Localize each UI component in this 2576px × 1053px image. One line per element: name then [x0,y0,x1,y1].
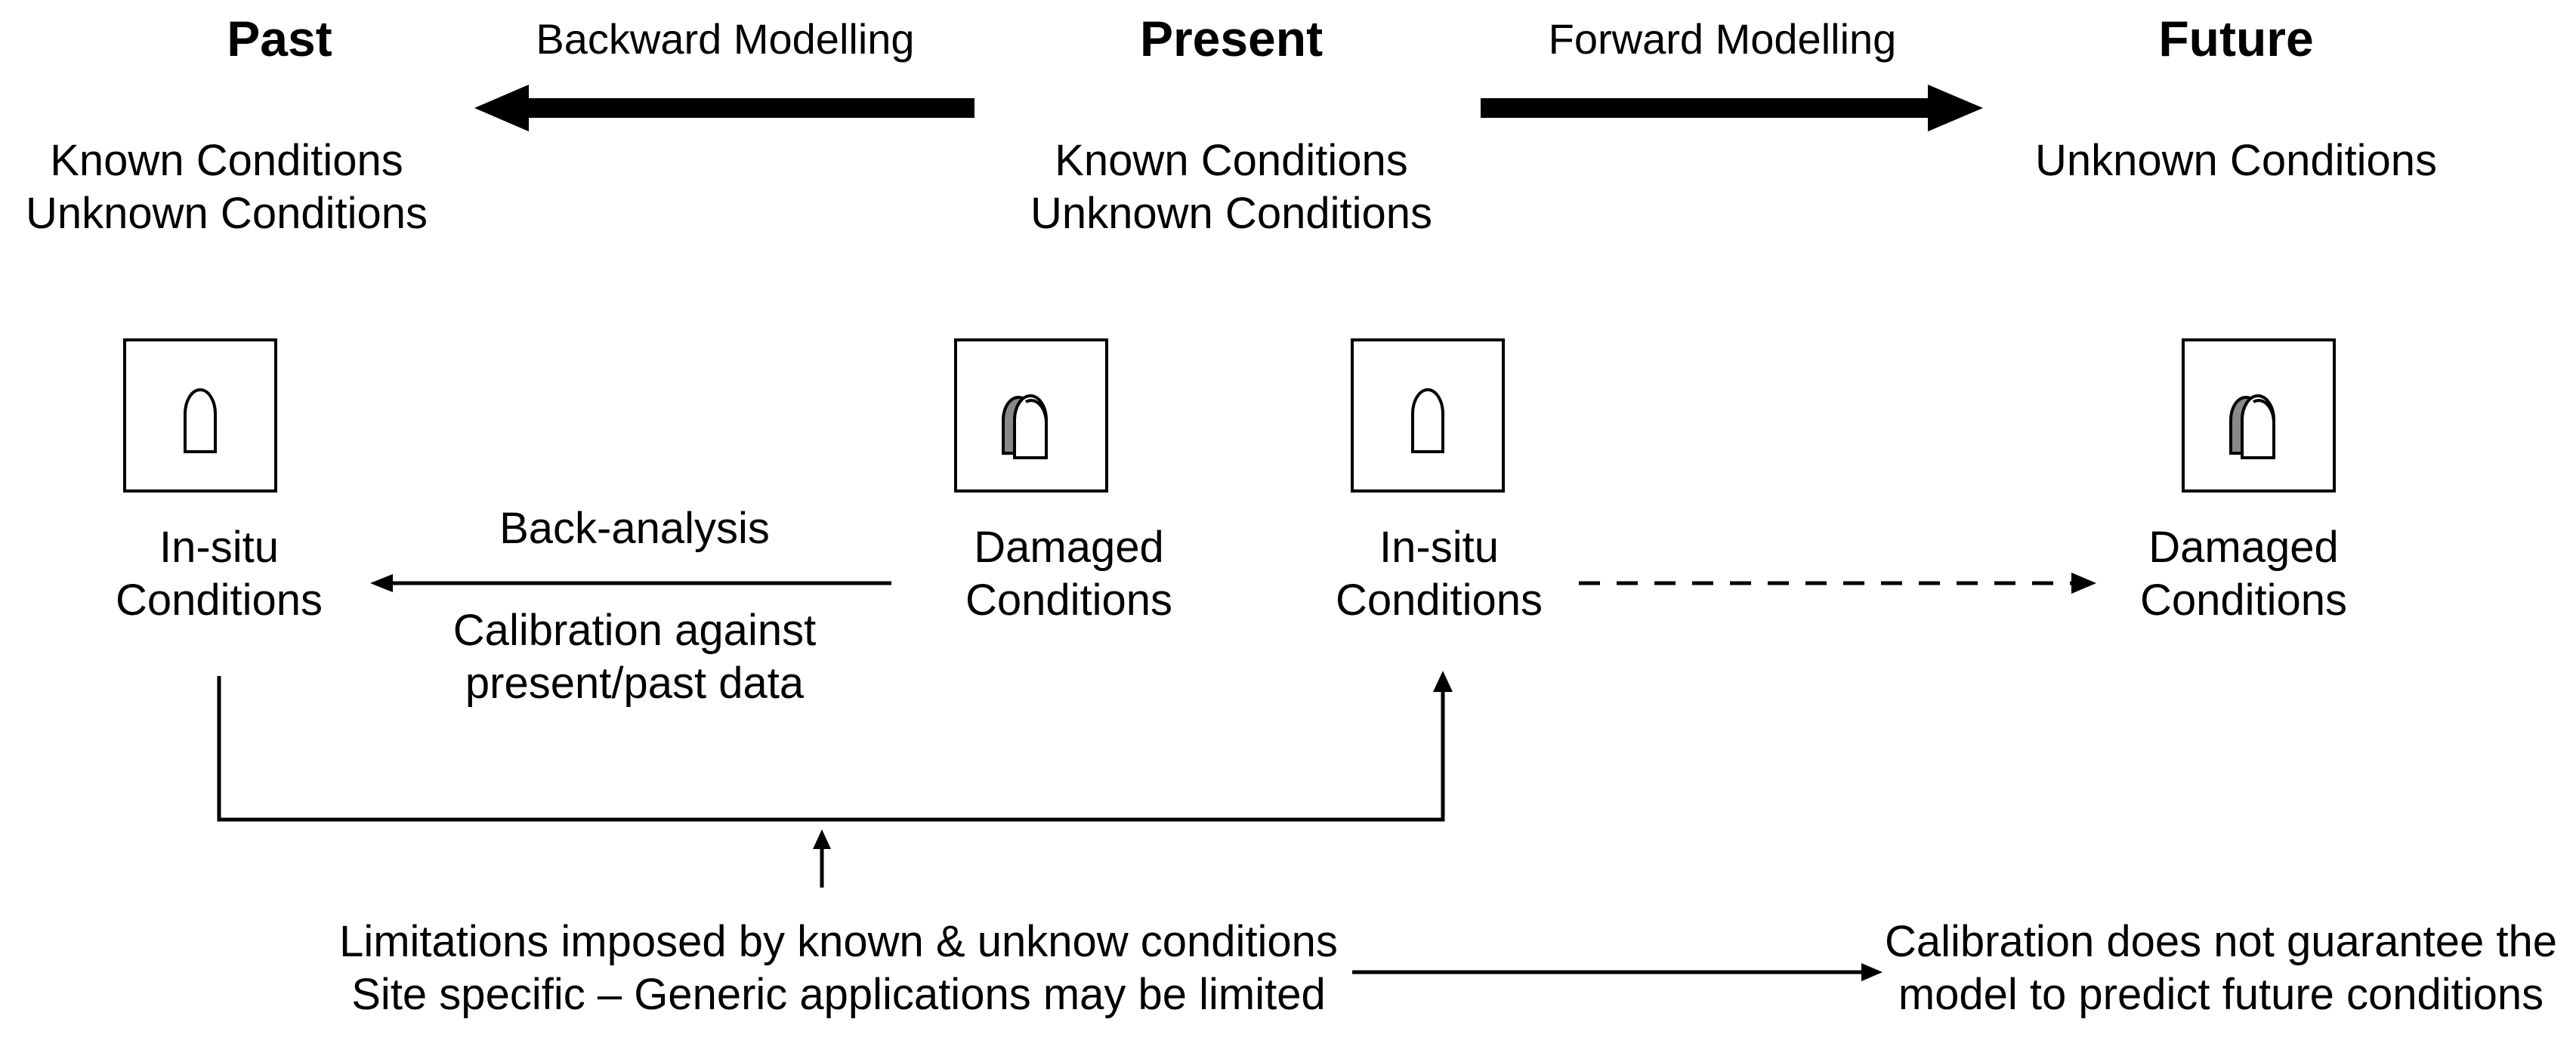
present-damaged-line2: Conditions [965,575,1173,625]
present-conditions: Known Conditions Unknown Conditions [1005,134,1458,239]
heading-past: Past [227,11,332,66]
future-damaged-line2: Conditions [2139,575,2348,625]
back-analysis-arrow [370,574,891,592]
calibration-line1: Calibration against [452,606,817,655]
future-damaged-line1: Damaged [2148,523,2339,572]
past-conditions: Known Conditions Unknown Conditions [0,134,453,239]
present-insitu-label: In-situ Conditions [1318,521,1560,626]
present-damaged-line1: Damaged [974,523,1164,572]
future-damaged-tunnel-icon [2182,338,2336,493]
forward-modelling-label: Forward Modelling [1548,15,1897,63]
limitations-line1: Limitations imposed by known & unknow co… [339,917,1338,966]
present-damaged-tunnel-icon [954,338,1108,493]
present-insitu-line2: Conditions [1335,575,1543,625]
limitations-note: Limitations imposed by known & unknow co… [295,916,1382,1021]
past-unknown-conditions: Unknown Conditions [26,188,428,238]
limitations-up-arrow [813,829,831,888]
backward-modelling-arrow [474,85,974,131]
past-insitu-line1: In-situ [159,523,279,572]
guarantee-arrow [1352,963,1883,981]
present-insitu-line1: In-situ [1379,523,1499,572]
forward-dashed-arrow [1579,573,2096,594]
past-known-conditions: Known Conditions [50,136,403,185]
present-damaged-label: Damaged Conditions [918,521,1220,626]
past-insitu-tunnel-icon [123,338,277,493]
guarantee-line2: model to predict future conditions [1898,969,2544,1019]
heading-present: Present [1139,11,1324,66]
guarantee-note: Calibration does not guarantee the model… [1873,916,2568,1021]
future-damaged-label: Damaged Conditions [2093,521,2395,626]
future-unknown-conditions: Unknown Conditions [2035,136,2437,185]
limitations-line2: Site specific – Generic applications may… [351,969,1326,1019]
backward-modelling-label: Backward Modelling [536,15,915,63]
forward-modelling-arrow [1481,85,1983,131]
calibration-label: Calibration against present/past data [423,604,846,709]
past-insitu-line2: Conditions [115,575,323,625]
present-unknown-conditions: Unknown Conditions [1030,188,1432,238]
back-analysis-label: Back-analysis [499,504,770,553]
future-conditions: Unknown Conditions [2002,134,2470,187]
present-known-conditions: Known Conditions [1055,136,1408,185]
past-insitu-label: In-situ Conditions [98,521,340,626]
insitu-connector-arrow [217,671,1453,822]
present-insitu-tunnel-icon [1351,338,1505,493]
calibration-line2: present/past data [465,658,805,708]
guarantee-line1: Calibration does not guarantee the [1885,917,2557,966]
heading-future: Future [2158,11,2314,66]
